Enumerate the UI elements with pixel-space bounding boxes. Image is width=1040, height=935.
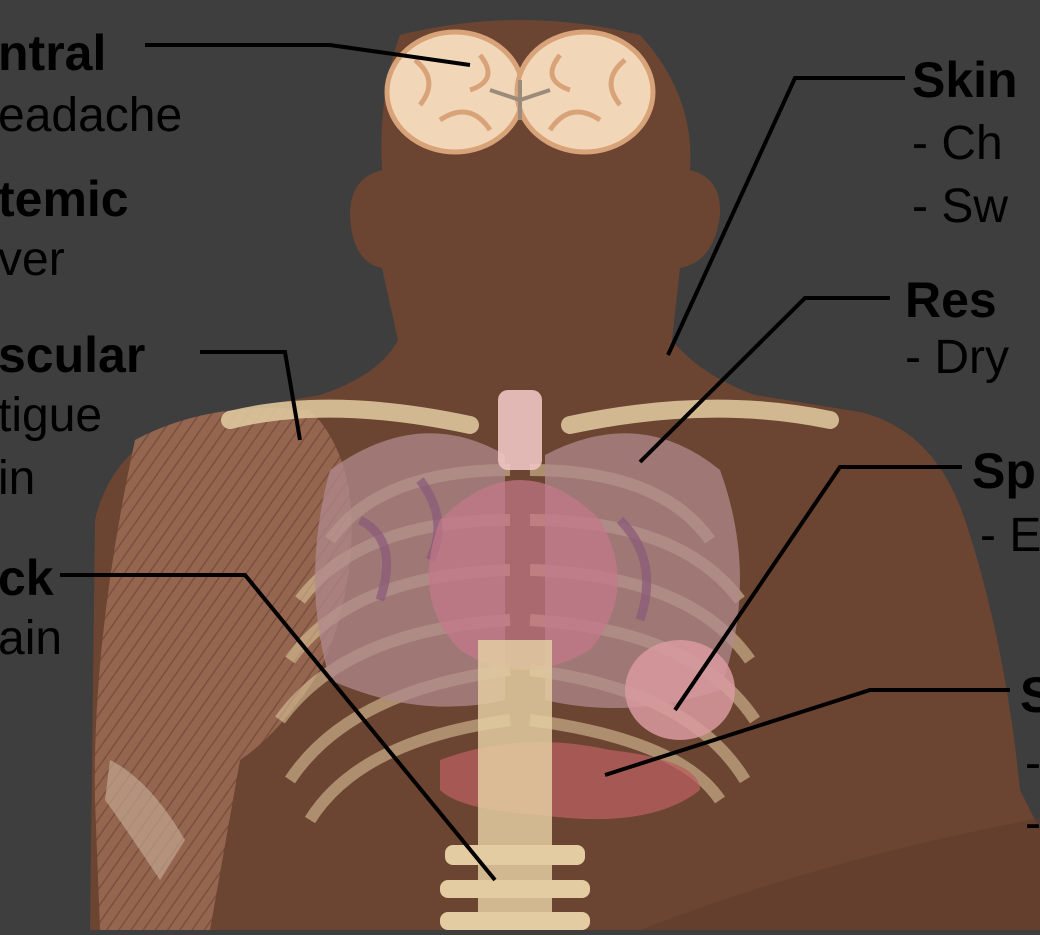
spleen-heading: Sp <box>972 446 1036 496</box>
central-item-headache: eadache <box>0 92 182 140</box>
spleen-item-1: - E <box>980 512 1040 560</box>
respiratory-item-dry: - Dry <box>905 334 1009 382</box>
systemic-heading: temic <box>0 174 129 224</box>
back-item-pain: ain <box>0 615 62 663</box>
skin-item-2: - Sw <box>912 183 1008 231</box>
stomach-item-2: - <box>1025 800 1040 848</box>
central-heading: ntral <box>0 28 106 78</box>
trachea <box>498 390 542 470</box>
stomach-heading: S <box>1020 670 1040 720</box>
respiratory-heading: Res <box>905 275 997 325</box>
stomach-item-1: - <box>1025 740 1040 788</box>
skin-item-1: - Ch <box>912 120 1003 168</box>
spleen <box>625 640 735 740</box>
muscular-item-fatigue: tigue <box>0 392 102 440</box>
skin-heading: Skin <box>912 55 1018 105</box>
back-heading: ck <box>0 553 54 603</box>
systemic-item-fever: ver <box>0 236 65 284</box>
muscular-item-pain: in <box>0 455 35 503</box>
muscular-heading: scular <box>0 330 145 380</box>
